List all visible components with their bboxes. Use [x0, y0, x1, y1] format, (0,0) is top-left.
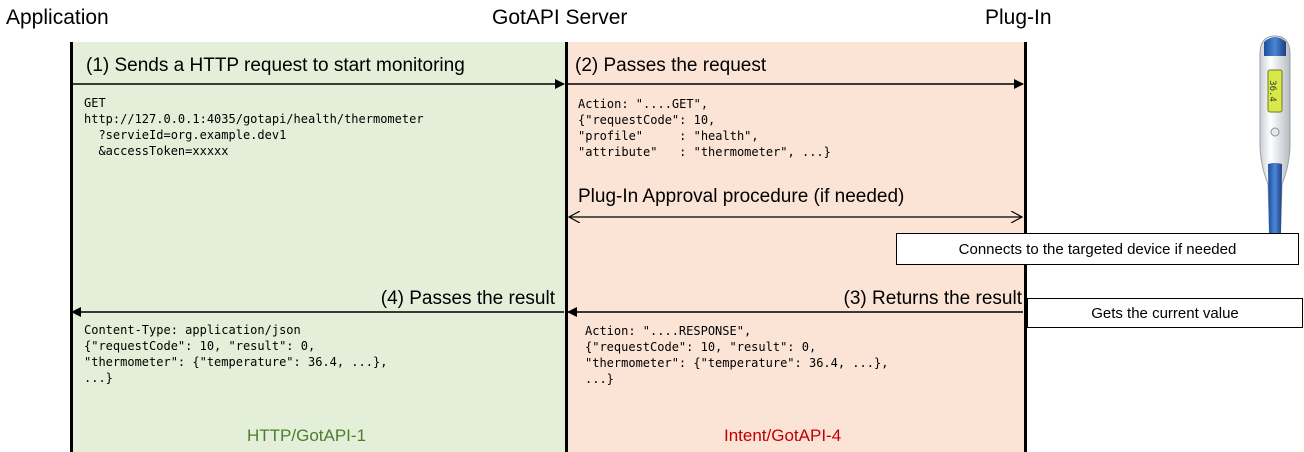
lane-gotapi-server: GotAPI Server	[492, 6, 628, 29]
http-request-code: GET http://127.0.0.1:4035/gotapi/health/…	[84, 96, 424, 158]
message-3-label: (3) Returns the result	[843, 288, 1022, 309]
server-lifeline	[565, 42, 568, 452]
intent-request-code: Action: "....GET", {"requestCode": 10, "…	[578, 97, 831, 159]
lane-application: Application	[6, 6, 109, 29]
thermometer-icon: 36.4	[1259, 35, 1291, 261]
approval-label: Plug-In Approval procedure (if needed)	[578, 186, 905, 207]
http-response-code: Content-Type: application/json {"request…	[84, 323, 388, 385]
footer-http-gotapi: HTTP/GotAPI-1	[247, 426, 367, 445]
note-get-current-value: Gets the current value	[1027, 298, 1303, 328]
note-connect-device: Connects to the targeted device if neede…	[896, 233, 1299, 265]
note-connect-device-text: Connects to the targeted device if neede…	[958, 240, 1237, 258]
footer-intent-gotapi: Intent/GotAPI-4	[724, 426, 842, 445]
intent-response-code: Action: "....RESPONSE", {"requestCode": …	[585, 324, 889, 386]
note-get-current-value-text: Gets the current value	[1091, 304, 1239, 322]
message-1-label: (1) Sends a HTTP request to start monito…	[86, 55, 465, 76]
http-zone	[71, 42, 567, 452]
message-2-label: (2) Passes the request	[575, 55, 767, 76]
message-4-label: (4) Passes the result	[380, 288, 555, 309]
lane-plugin: Plug-In	[985, 6, 1052, 29]
thermometer-display-value: 36.4	[1267, 80, 1277, 102]
application-lifeline	[70, 42, 73, 452]
